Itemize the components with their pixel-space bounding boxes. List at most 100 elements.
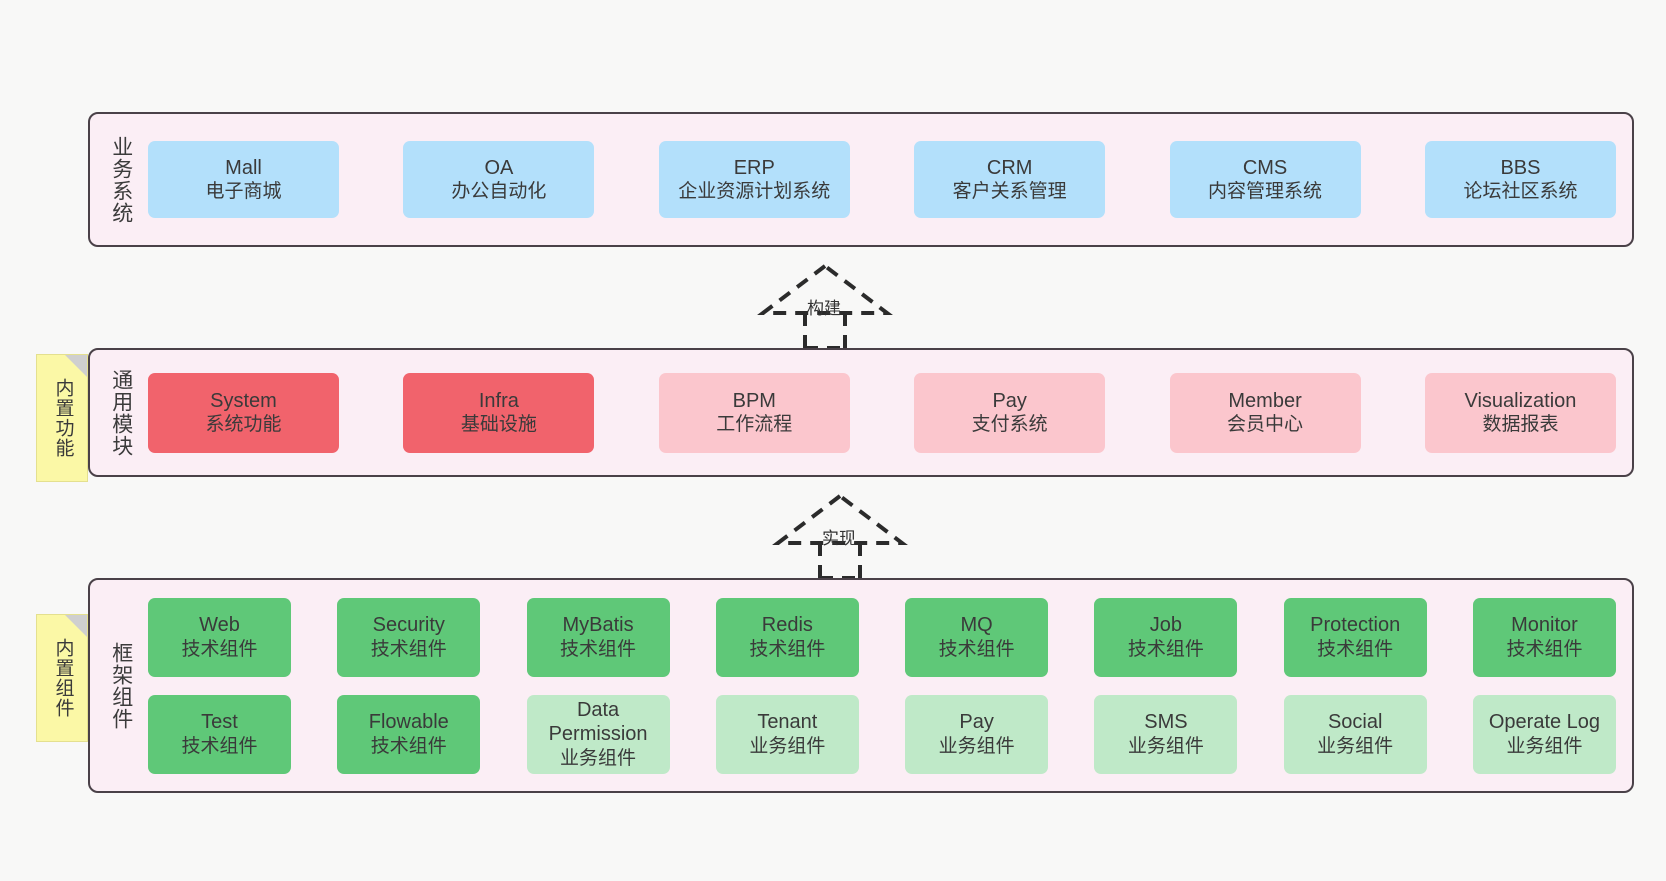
card-subtitle-cn: 业务组件 <box>1127 735 1204 757</box>
card-subtitle-cn: 数据报表 <box>1482 414 1559 436</box>
card-title-en: Pay <box>959 711 994 734</box>
card-title-en: Social <box>1327 711 1383 734</box>
card-title-en: Infra <box>478 389 519 412</box>
note-builtin-component: 内置组件 <box>36 614 88 742</box>
card-title-en: Flowable <box>368 711 449 734</box>
card-title-en: Tenant <box>757 711 818 734</box>
card-title-en: Pay <box>992 389 1027 412</box>
card-subtitle-cn: 工作流程 <box>716 414 793 436</box>
card-subtitle-cn: 技术组件 <box>938 638 1015 660</box>
card-title-en: Member <box>1228 389 1302 412</box>
card-title-en: Security <box>372 614 445 637</box>
card-subtitle-cn: 技术组件 <box>1506 638 1583 660</box>
common-module-layer-title: 通用模块 <box>109 368 133 457</box>
card-subtitle-cn: 企业资源计划系统 <box>678 181 831 203</box>
card-subtitle-cn: 会员中心 <box>1227 414 1304 436</box>
connector-build-label: 构建 <box>807 299 841 318</box>
card-title-en: Test <box>201 711 238 734</box>
card-title-en: BBS <box>1500 156 1541 179</box>
card-subtitle-cn: 客户关系管理 <box>952 181 1067 203</box>
card-title-en: Mall <box>225 156 262 179</box>
card-title-en: MyBatis <box>562 614 634 637</box>
card-subtitle-cn: 技术组件 <box>181 638 258 660</box>
card-title-en: Redis <box>761 614 813 637</box>
note-builtin-function: 内置功能 <box>36 354 88 482</box>
card-title-en: Protection <box>1310 614 1401 637</box>
note-builtin-function-text: 内置功能 <box>52 378 74 458</box>
card-subtitle-cn: 技术组件 <box>1317 638 1394 660</box>
note-fold-icon <box>65 615 87 637</box>
card-subtitle-cn: 技术组件 <box>370 735 447 757</box>
card-subtitle-cn: 技术组件 <box>1127 638 1204 660</box>
connector-implement-label: 实现 <box>822 529 856 548</box>
business-system-layer-title: 业务系统 <box>109 135 133 224</box>
card-title-en: Monitor <box>1511 614 1578 637</box>
connector-build: 构建 <box>755 258 905 350</box>
card-subtitle-cn: 电子商城 <box>205 181 282 203</box>
card-title-en: Job <box>1149 614 1183 637</box>
card-title-en: Visualization <box>1464 389 1577 412</box>
card-title-en: ERP <box>733 156 775 179</box>
card-subtitle-cn: 业务组件 <box>1506 735 1583 757</box>
card-title-en: Data Permission <box>548 699 648 746</box>
card-title-en: Web <box>199 614 240 637</box>
card-title-en: CRM <box>986 156 1033 179</box>
card-subtitle-cn: 技术组件 <box>560 638 637 660</box>
card-subtitle-cn: 内容管理系统 <box>1208 181 1323 203</box>
card-title-en: CMS <box>1242 156 1288 179</box>
card-subtitle-cn: 业务组件 <box>560 747 637 769</box>
card-title-en: MQ <box>960 614 993 637</box>
card-subtitle-cn: 业务组件 <box>749 735 826 757</box>
note-builtin-component-text: 内置组件 <box>52 638 74 718</box>
card-title-en: BPM <box>732 389 776 412</box>
card-title-en: OA <box>484 156 514 179</box>
note-fold-icon <box>65 355 87 377</box>
card-subtitle-cn: 论坛社区系统 <box>1463 181 1578 203</box>
card-subtitle-cn: 办公自动化 <box>451 181 547 203</box>
card-subtitle-cn: 基础设施 <box>460 414 537 436</box>
card-title-en: System <box>210 389 277 412</box>
framework-component-layer-title: 框架组件 <box>109 641 133 730</box>
card-subtitle-cn: 业务组件 <box>1317 735 1394 757</box>
card-title-en: SMS <box>1144 711 1188 734</box>
card-subtitle-cn: 技术组件 <box>370 638 447 660</box>
